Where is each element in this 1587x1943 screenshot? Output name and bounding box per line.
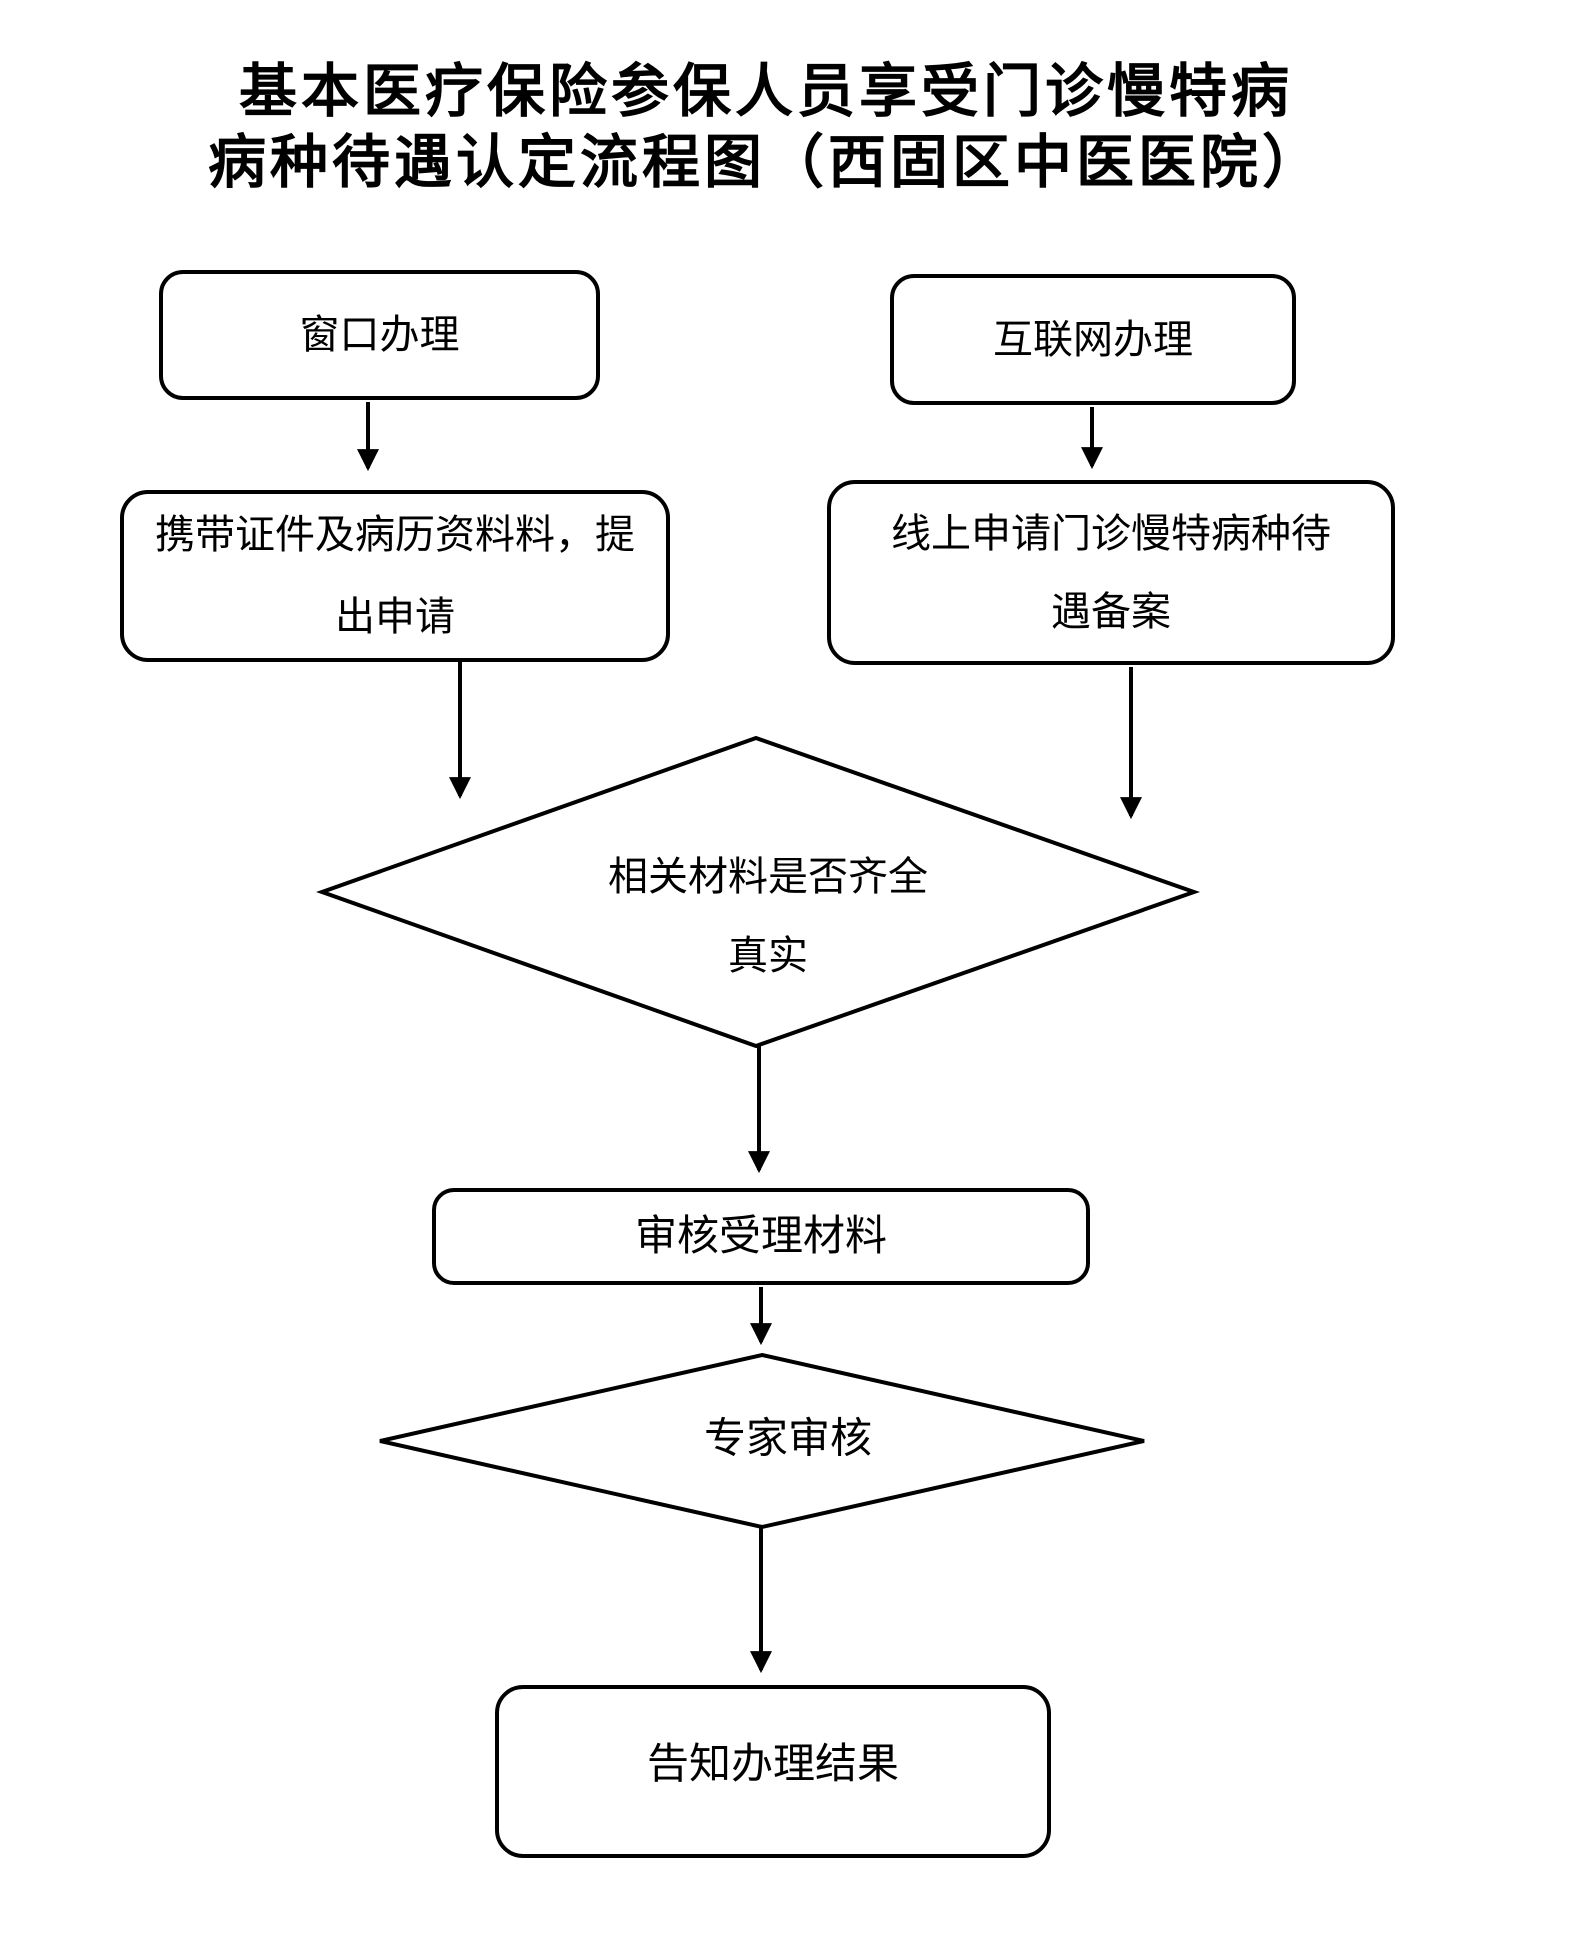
decision-expert-review-shape xyxy=(379,1352,1145,1530)
node-online-apply: 线上申请门诊慢特病种待 遇备案 xyxy=(827,480,1395,665)
node-window-service-label: 窗口办理 xyxy=(299,312,460,357)
node-notify-result: 告知办理结果 xyxy=(495,1685,1051,1858)
node-bring-documents-line2: 出申请 xyxy=(335,594,455,639)
node-internet-service: 互联网办理 xyxy=(890,274,1296,405)
decision-materials-check-line2: 真实 xyxy=(728,933,808,978)
decision-materials-check-label: 相关材料是否齐全 真实 xyxy=(608,837,928,995)
title-line-2: 病种待遇认定流程图（西固区中医医院） xyxy=(207,130,1324,195)
node-review-materials: 审核受理材料 xyxy=(432,1188,1090,1285)
title-line-1: 基本医疗保险参保人员享受门诊慢特病 xyxy=(238,59,1293,124)
decision-materials-check-line1: 相关材料是否齐全 xyxy=(608,854,928,899)
decision-materials-check-shape xyxy=(316,735,1201,1049)
node-bring-documents-line1: 携带证件及病历资料料，提 xyxy=(155,512,635,557)
decision-expert-review-label: 专家审核 xyxy=(704,1401,872,1480)
node-online-apply-line1: 线上申请门诊慢特病种待 xyxy=(891,510,1331,556)
diagram-title: 基本医疗保险参保人员享受门诊慢特病 病种待遇认定流程图（西固区中医医院） xyxy=(0,56,1532,198)
node-review-materials-label: 审核受理材料 xyxy=(634,1213,887,1260)
node-internet-service-label: 互联网办理 xyxy=(993,316,1193,362)
node-window-service: 窗口办理 xyxy=(159,270,600,400)
node-online-apply-line2: 遇备案 xyxy=(1051,588,1171,634)
decision-expert-review-line1: 专家审核 xyxy=(703,1416,873,1463)
node-notify-result-label: 告知办理结果 xyxy=(646,1742,899,1788)
node-bring-documents: 携带证件及病历资料料，提 出申请 xyxy=(120,490,670,662)
